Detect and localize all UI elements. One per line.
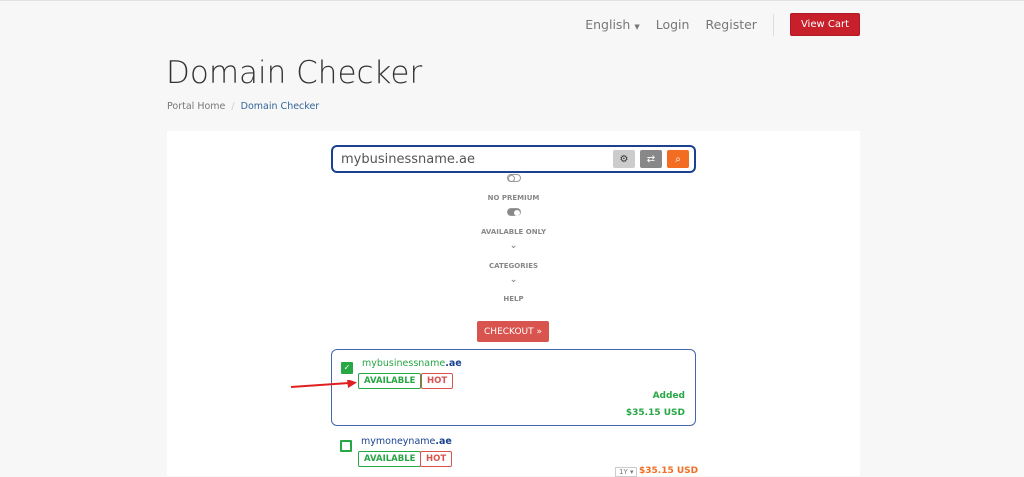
language-label: English — [585, 17, 631, 32]
domain-checkbox[interactable]: ✓ — [341, 362, 353, 374]
view-cart-button[interactable]: View Cart — [789, 13, 860, 36]
search-icon: ⌕ — [675, 153, 681, 165]
checkout-button[interactable]: CHECKOUT » — [477, 321, 549, 342]
hot-badge: HOT — [421, 373, 454, 389]
no-premium-label: NO PREMIUM — [487, 194, 540, 202]
search-box: ⚙ ⇄ ⌕ — [331, 145, 696, 173]
domain-result-selected: ✓ mybusinessname.ae AVAILABLE HOT Added … — [331, 349, 696, 426]
period-select[interactable]: 1Y ▾ — [615, 467, 638, 477]
domain-name: mybusinessname.ae — [362, 358, 462, 369]
caret-down-icon: ▼ — [634, 23, 640, 31]
top-nav: English ▼ Login Register View Cart — [585, 13, 860, 36]
transfer-button[interactable]: ⇄ — [640, 150, 662, 168]
gear-icon: ⚙ — [619, 153, 629, 165]
domain-checker-panel: ⚙ ⇄ ⌕ NO PREMIUM AVAILABLE ONLY ⌄ CATEGO… — [167, 131, 860, 477]
divider — [772, 13, 774, 36]
no-premium-toggle[interactable] — [506, 174, 521, 182]
domain-search-input[interactable] — [341, 151, 613, 167]
domain-name: mymoneyname.ae — [361, 436, 452, 447]
domain-checkbox[interactable] — [340, 440, 352, 452]
page-title: Domain Checker — [166, 55, 423, 91]
breadcrumb-home[interactable]: Portal Home — [167, 101, 226, 112]
available-badge: AVAILABLE — [358, 373, 422, 389]
settings-button[interactable]: ⚙ — [613, 150, 635, 168]
hot-badge: HOT — [420, 451, 453, 467]
chevron-down-icon[interactable]: ⌄ — [509, 241, 518, 251]
red-arrow-annotation — [291, 380, 357, 388]
domain-price: $35.15 USD — [625, 408, 685, 418]
added-status: Added — [652, 391, 685, 401]
available-badge: AVAILABLE — [358, 451, 422, 467]
domain-price: $35.15 USD — [639, 466, 699, 476]
available-only-label: AVAILABLE ONLY — [480, 228, 547, 236]
check-icon: ✓ — [343, 363, 351, 372]
breadcrumb-separator: / — [231, 101, 235, 112]
register-link[interactable]: Register — [705, 17, 757, 32]
help-toggle[interactable]: HELP — [503, 295, 524, 303]
breadcrumb: Portal Home / Domain Checker — [167, 101, 319, 112]
language-dropdown[interactable]: English ▼ — [585, 17, 640, 32]
swap-icon: ⇄ — [646, 153, 656, 165]
breadcrumb-current: Domain Checker — [240, 101, 320, 112]
login-link[interactable]: Login — [655, 17, 690, 32]
available-only-toggle[interactable] — [506, 208, 521, 216]
search-button[interactable]: ⌕ — [667, 150, 689, 168]
categories-toggle[interactable]: CATEGORIES — [488, 262, 539, 270]
chevron-down-icon[interactable]: ⌄ — [509, 275, 518, 285]
